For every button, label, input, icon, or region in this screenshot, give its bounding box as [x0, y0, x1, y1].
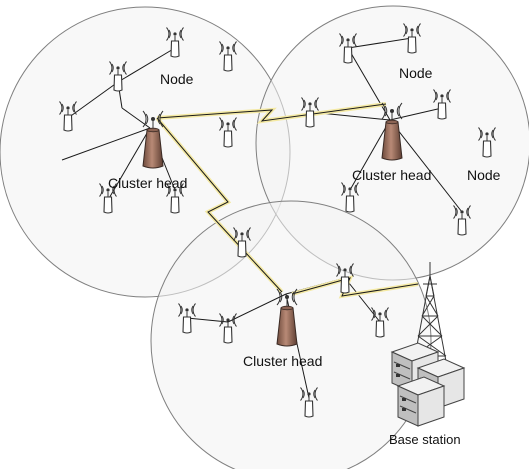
node-label: Node [160, 71, 194, 87]
base-station-icon [391, 262, 465, 427]
cluster-head-label: Cluster head [108, 175, 187, 191]
node-label: Node [399, 65, 433, 81]
cluster-head-icon [276, 288, 298, 347]
cluster-head-label: Cluster head [243, 353, 322, 369]
lightning-link-icon [156, 102, 387, 124]
links-cluster-2 [309, 37, 463, 213]
cluster-head-label: Cluster head [352, 167, 431, 183]
cluster-head-icon [381, 102, 403, 161]
base-station-label: Base station [389, 432, 461, 447]
cluster-head-icon [142, 110, 164, 169]
node-label: Node [467, 167, 501, 183]
